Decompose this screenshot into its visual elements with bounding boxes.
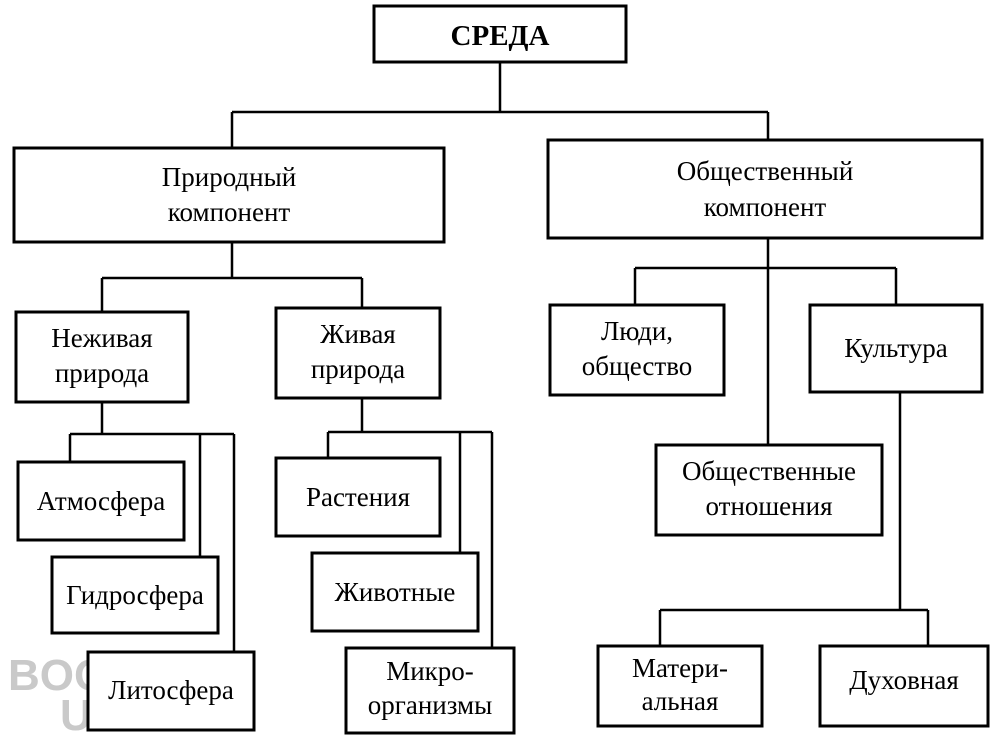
node-living-nature: Живая природа	[274, 306, 442, 400]
node-plants: Растения	[274, 456, 442, 538]
connector-root-children	[230, 62, 770, 148]
node-spiritual: Духовная	[818, 644, 990, 728]
node-relations-line1: Общественные	[682, 456, 856, 486]
node-microorganisms: Микро- организмы	[344, 646, 516, 735]
node-social-component: Общественный компонент	[546, 138, 984, 240]
node-natural-component: Природный компонент	[12, 146, 446, 244]
node-hydrosphere-label: Гидросфера	[66, 580, 204, 610]
node-material: Матери- альная	[596, 644, 764, 728]
node-root: СРЕДА	[372, 4, 628, 64]
connector-nonliving-children	[68, 402, 236, 652]
node-nonliving-nature: Неживая природа	[14, 310, 190, 404]
node-animals: Животные	[310, 551, 480, 633]
node-natural-line1: Природный	[162, 162, 296, 192]
connector-social-children	[633, 238, 898, 445]
node-nonliving-line2: природа	[55, 358, 149, 388]
node-social-line2: компонент	[704, 192, 827, 222]
node-people-line1: Люди,	[601, 316, 673, 346]
node-lithosphere: Литосфера	[86, 650, 256, 732]
connector-culture-children	[658, 392, 930, 646]
connectors	[68, 62, 930, 652]
node-material-line2: альная	[642, 686, 719, 716]
node-nonliving-line1: Неживая	[51, 323, 152, 353]
node-social-relations: Общественные отношения	[654, 443, 884, 537]
node-lithosphere-label: Литосфера	[108, 675, 234, 705]
node-natural-line2: компонент	[168, 197, 291, 227]
node-spiritual-label: Духовная	[849, 665, 959, 695]
node-atmosphere-label: Атмосфера	[37, 486, 166, 516]
node-plants-label: Растения	[306, 482, 410, 512]
node-animals-label: Животные	[335, 577, 456, 607]
node-material-line1: Матери-	[632, 653, 728, 683]
node-culture-label: Культура	[844, 333, 947, 363]
node-people-line2: общество	[582, 351, 693, 381]
node-hydrosphere: Гидросфера	[50, 555, 220, 635]
node-root-label: СРЕДА	[451, 20, 550, 52]
node-microorganisms-line2: организмы	[368, 690, 492, 720]
node-culture: Культура	[808, 303, 984, 394]
node-microorganisms-line1: Микро-	[386, 656, 474, 686]
node-atmosphere: Атмосфера	[16, 460, 186, 542]
node-social-line1: Общественный	[677, 156, 854, 186]
node-people-society: Люди, общество	[548, 303, 726, 397]
connector-natural-children	[100, 242, 364, 312]
node-living-line1: Живая	[320, 319, 395, 349]
connector-living-children	[326, 398, 494, 648]
node-living-line2: природа	[311, 354, 405, 384]
node-relations-line2: отношения	[706, 491, 833, 521]
